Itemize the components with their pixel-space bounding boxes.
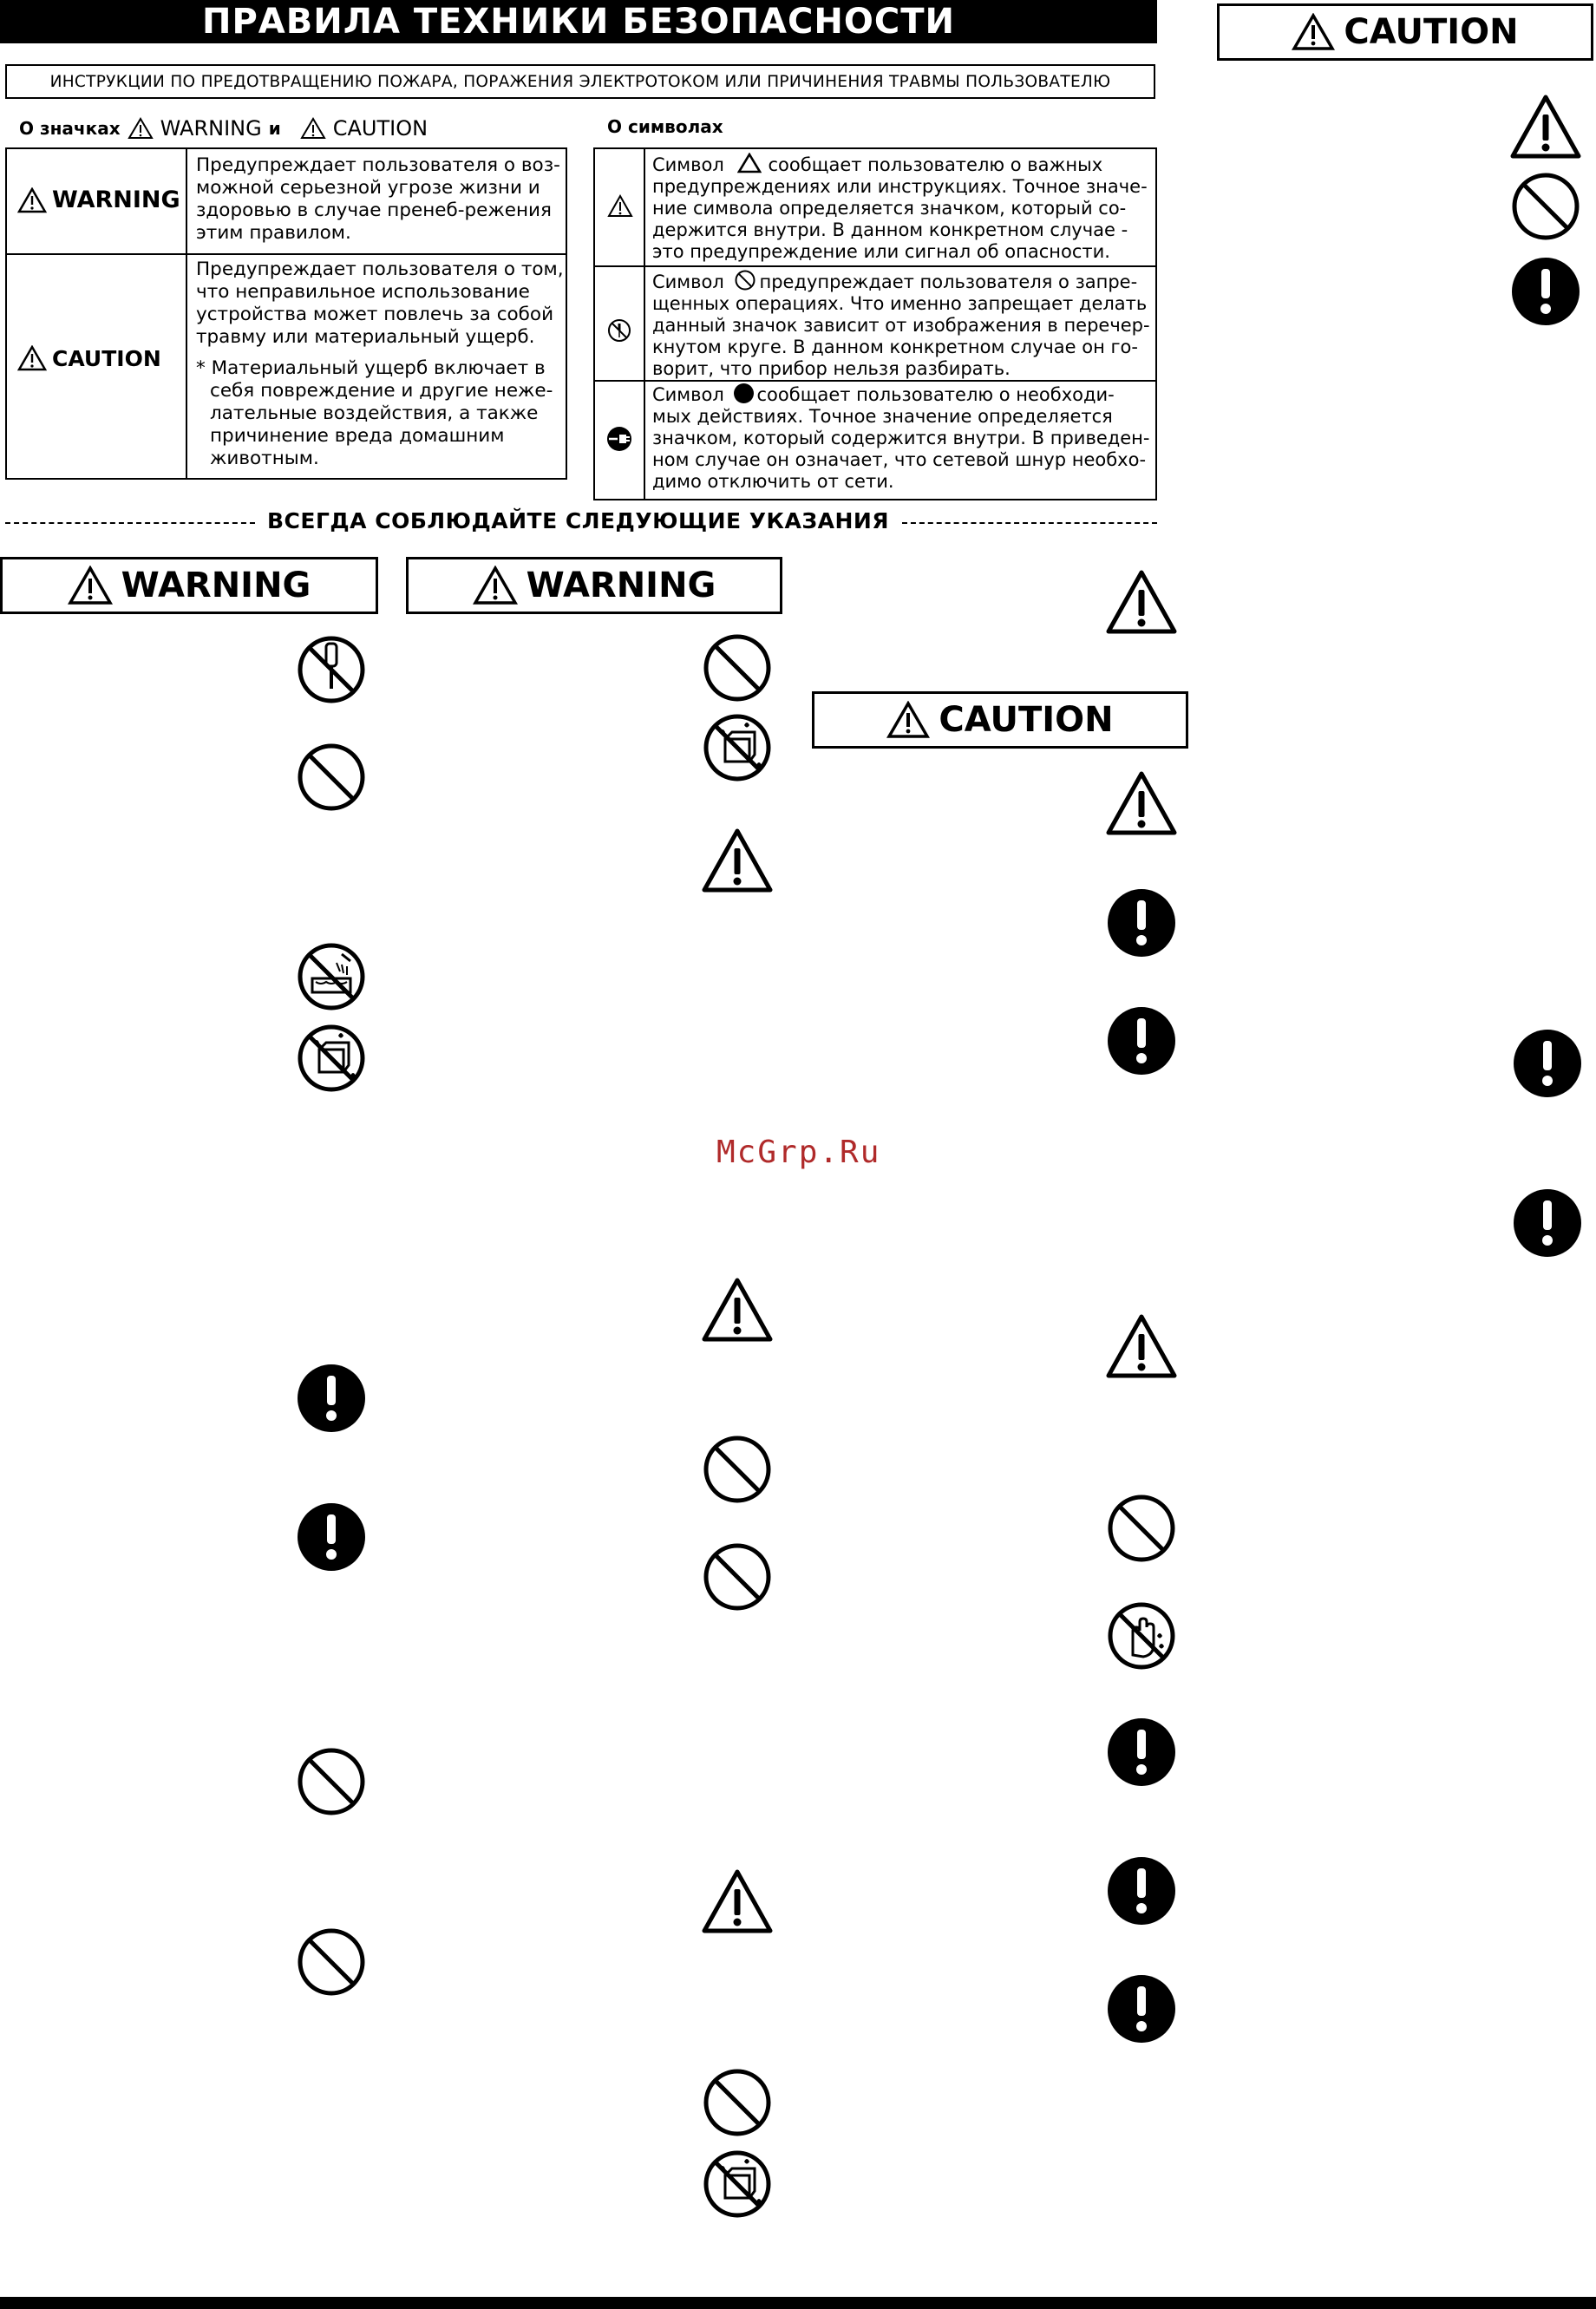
no-water-icon — [703, 2149, 772, 2219]
unplug-icon — [605, 425, 633, 453]
no-disassemble-icon — [606, 317, 632, 343]
warning-heading-col2: WARNING — [406, 557, 782, 614]
no-water-icon — [297, 1024, 366, 1093]
warning-triangle-icon — [67, 566, 113, 605]
warning-triangle-icon — [1105, 1313, 1178, 1379]
caution-heading-top-right: CAUTION — [1217, 3, 1593, 61]
triangle-symbol-description: Символ сообщает пользователю о важных пр… — [652, 153, 1148, 262]
dashed-divider-right — [902, 522, 1157, 524]
warning-triangle-icon — [472, 566, 518, 605]
prohibition-icon — [297, 742, 366, 812]
mandatory-action-icon — [1511, 257, 1580, 326]
warning-triangle-icon — [1509, 94, 1582, 160]
no-disassemble-icon — [297, 635, 366, 704]
bottom-rule — [0, 2297, 1596, 2309]
warning-triangle-icon — [127, 117, 154, 140]
no-wet-hands-icon — [1107, 1601, 1176, 1671]
mandatory-action-icon — [297, 1364, 366, 1433]
prohibition-icon — [1107, 1494, 1176, 1563]
no-water-icon — [703, 713, 772, 782]
about-signs-header: О значках WARNING и CAUTION — [19, 116, 428, 141]
warning-triangle-icon — [886, 701, 931, 739]
signal-words-table: WARNING Предупреждает пользователя о воз… — [5, 147, 567, 480]
prohibition-icon — [297, 1747, 366, 1816]
triangle-outline-icon — [736, 153, 762, 173]
prohibition-icon — [703, 1542, 772, 1612]
mandatory-action-icon — [1107, 1717, 1176, 1787]
prohibition-icon — [297, 1927, 366, 1997]
symbols-table: Символ сообщает пользователю о важных пр… — [593, 147, 1157, 500]
warning-triangle-icon — [607, 194, 633, 218]
mandatory-action-icon — [1513, 1188, 1582, 1258]
warning-triangle-icon — [299, 117, 326, 140]
mandatory-dot-icon — [733, 383, 754, 403]
warning-triangle-icon — [701, 1868, 774, 1934]
no-bath-use-icon — [297, 942, 366, 1011]
mandatory-symbol-description: Символ сообщает пользователю о необходи-… — [652, 383, 1150, 492]
prohibit-symbol-description: Символ предупреждает пользователя о запр… — [652, 269, 1150, 380]
prohibition-icon — [703, 1435, 772, 1504]
prohibition-icon — [703, 633, 772, 703]
warning-triangle-icon — [1105, 569, 1178, 635]
mandatory-action-icon — [1107, 1856, 1176, 1926]
warning-label: WARNING — [17, 186, 180, 213]
mandatory-action-icon — [1107, 1006, 1176, 1076]
warning-triangle-icon — [17, 186, 47, 213]
caution-description: Предупреждает пользователя о том, что не… — [196, 258, 564, 348]
warning-heading-col1: WARNING — [0, 557, 378, 614]
warning-description: Предупреждает пользователя о воз- можной… — [196, 154, 560, 244]
mandatory-action-icon — [1513, 1029, 1582, 1098]
prohibition-icon — [734, 269, 756, 291]
warning-triangle-icon — [1105, 770, 1178, 836]
page-title: ПРАВИЛА ТЕХНИКИ БЕЗОПАСНОСТИ — [0, 0, 1157, 43]
mandatory-action-icon — [297, 1502, 366, 1572]
dashed-divider-left — [5, 522, 255, 524]
prohibition-icon — [703, 2068, 772, 2137]
warning-triangle-icon — [1292, 13, 1336, 51]
mandatory-action-icon — [1107, 888, 1176, 958]
warning-triangle-icon — [17, 345, 47, 371]
caution-note: * Материальный ущерб включает в себя пов… — [196, 357, 553, 469]
watermark: McGrp.Ru — [716, 1135, 881, 1170]
caution-heading-col3: CAUTION — [812, 691, 1188, 749]
mandatory-action-icon — [1107, 1974, 1176, 2044]
about-symbols-header: О символах — [607, 116, 723, 137]
always-observe-heading: ВСЕГДА СОБЛЮДАЙТЕ СЛЕДУЮЩИЕ УКАЗАНИЯ — [267, 508, 890, 533]
caution-label: CAUTION — [17, 345, 161, 371]
prohibition-icon — [1511, 172, 1580, 241]
warning-triangle-icon — [701, 827, 774, 893]
page-subtitle: ИНСТРУКЦИИ ПО ПРЕДОТВРАЩЕНИЮ ПОЖАРА, ПОР… — [5, 64, 1155, 99]
warning-triangle-icon — [701, 1277, 774, 1343]
